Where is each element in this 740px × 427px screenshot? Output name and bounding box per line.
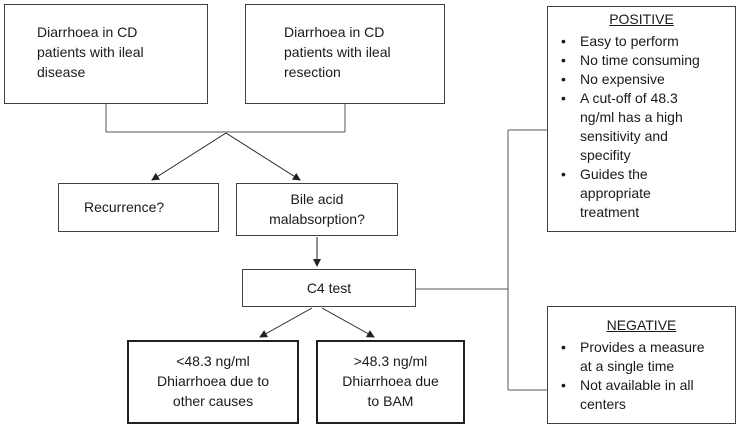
above-cutoff-text: >48.3 ng/ml Dhiarrhoea due to BAM (342, 353, 439, 409)
negative-title: NEGATIVE (606, 317, 677, 333)
bile-acid-box: Bile acid malabsorption? (236, 183, 398, 236)
c4-test-text: C4 test (306, 280, 352, 296)
c4-test-box: C4 test (242, 269, 416, 307)
bile-acid-text: Bile acid malabsorption? (269, 191, 365, 227)
positive-item: Easy to perform (548, 32, 735, 51)
arrow-to-below-cutoff (259, 307, 313, 338)
below-cutoff-box: <48.3 ng/ml Dhiarrhoea due to other caus… (127, 340, 299, 424)
ileal-disease-text: Diarrhoea in CD patients with ileal dise… (37, 24, 144, 80)
positive-item: A cut-off of 48.3 ng/ml has a high sensi… (548, 89, 735, 165)
positive-panel: POSITIVE Easy to perform No time consumi… (547, 6, 736, 232)
negative-list: Provides a measure at a single time Not … (548, 338, 735, 414)
positive-title: POSITIVE (609, 11, 674, 27)
ileal-resection-box: Diarrhoea in CD patients with ileal rese… (245, 4, 445, 104)
negative-item: Not available in all centers (548, 376, 735, 414)
positive-item: No expensive (548, 70, 735, 89)
arrow-to-recurrence (151, 132, 227, 181)
below-cutoff-text: <48.3 ng/ml Dhiarrhoea due to other caus… (156, 353, 270, 409)
arrow-to-bile-acid (225, 132, 301, 181)
ileal-disease-box: Diarrhoea in CD patients with ileal dise… (4, 4, 208, 104)
positive-list: Easy to perform No time consuming No exp… (548, 32, 735, 222)
ileal-resection-text: Diarrhoea in CD patients with ileal rese… (284, 24, 391, 80)
above-cutoff-box: >48.3 ng/ml Dhiarrhoea due to BAM (316, 340, 465, 424)
negative-panel: NEGATIVE Provides a measure at a single … (547, 306, 736, 424)
positive-item: No time consuming (548, 51, 735, 70)
negative-item: Provides a measure at a single time (548, 338, 735, 376)
recurrence-box: Recurrence? (58, 183, 219, 232)
recurrence-text: Recurrence? (84, 199, 165, 215)
positive-item: Guides the appropriate treatment (548, 165, 735, 222)
arrow-to-above-cutoff (321, 307, 375, 338)
